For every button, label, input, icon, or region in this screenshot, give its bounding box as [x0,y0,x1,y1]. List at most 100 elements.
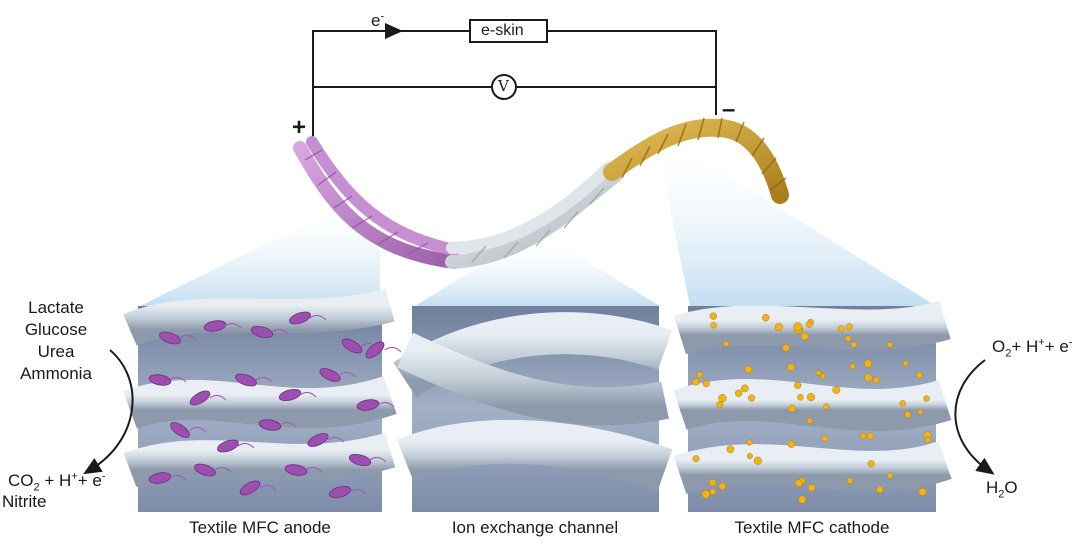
bacterium [289,311,311,325]
flagellum [377,401,395,408]
catalyst-particle [794,479,803,488]
flagellum [349,488,367,495]
bacterium [148,472,172,484]
catalyst-particle [787,363,795,372]
catalyst-particle [887,472,894,479]
flagellum [237,442,255,449]
catalyst-particle [774,322,783,332]
flagellum [369,456,387,463]
flagellum [189,426,207,433]
catalyst-particle [904,411,912,418]
bacterium [194,463,216,477]
bacterium [284,464,308,476]
substrate-urea: Urea [37,342,75,361]
catalyst-particle [798,495,807,504]
catalyst-particle [859,432,867,440]
bacterium [278,388,302,402]
separator-fiber-3 [396,419,673,491]
catalyst-particle [692,378,700,386]
bacterium [189,390,211,406]
catalyst-particle [753,456,762,465]
electron-label: e- [371,10,385,30]
flagellum [327,436,345,443]
top-wire-left [312,30,470,140]
bacterium [341,338,363,354]
substrate-glucose: Glucose [24,320,88,339]
catalyst-particle [849,363,856,370]
e-skin-box [469,19,548,43]
flagellum [214,466,232,473]
e-skin-label: e-skin [481,22,524,39]
anode-products-line1: CO2 + H++ e- [8,470,106,494]
cathode-product: H2O [986,478,1018,501]
bacterium [239,480,261,496]
catalyst-particle [740,384,749,393]
flagellum [224,322,242,329]
voltmeter-label: V [498,77,509,95]
catalyst-particle [797,393,804,401]
anode-reaction-arrow [83,349,134,475]
bacterium [203,320,227,332]
bacterium [365,341,385,359]
panel-anode [122,288,402,512]
catalyst-particle [782,343,790,352]
catalyst-particle [821,435,829,442]
catalyst-particle [718,394,727,403]
bacterium [356,399,380,411]
catalyst-particle [800,332,809,341]
catalyst-particle [762,314,770,322]
bacterium [258,419,282,431]
top-wire-right [547,30,717,115]
bacterium [307,433,329,447]
flagellum [169,376,187,383]
catalyst-particle [746,439,753,446]
bacterium [170,422,190,438]
catalyst-particle [887,341,893,348]
catalyst-particle [917,408,924,415]
catalyst-particle [806,417,813,424]
voltmeter-icon [491,74,517,100]
catalyst-particle [702,380,710,388]
catalyst-particle [788,404,796,413]
cathode-reaction-arrow [954,359,995,475]
circuit [312,23,717,140]
catalyst-particle [867,460,875,468]
catalyst-particle [902,360,909,367]
bacterium [159,331,181,345]
catalyst-particle [918,487,927,496]
flagellum [255,376,273,383]
anode-strand-2 [306,136,461,256]
bacterium [148,374,172,386]
catalyst-particle [815,370,822,376]
flagellum [384,346,402,353]
catalyst-particle [846,477,853,484]
flagellum [309,314,327,321]
caption-separator: Ion exchange channel [451,518,619,537]
cathode-reactant: O2+ H++ e- [992,336,1073,360]
catalyst-particle [837,325,845,333]
catalyst-particle [746,453,753,460]
catalyst-particle [876,485,884,494]
separator-beam [415,245,660,306]
caption-anode: Textile MFC anode [189,518,331,537]
catalyst-particle [708,478,717,487]
zoom-beams [140,152,936,306]
catalyst-particle [734,389,743,397]
bacteria-group [148,311,402,499]
catalyst-particle [924,436,931,443]
catalyst-particle [709,488,716,495]
catalyst-particle [866,432,875,440]
substrate-ammonia: Ammonia [20,364,92,383]
cathode-sign: – [722,96,736,123]
flagellum [299,391,317,398]
catalyst-particle [701,489,711,499]
catalyst-particle [716,401,724,409]
panel-cathode [673,300,952,512]
catalyst-particle [899,400,906,407]
catalyst-particle [863,359,873,368]
twisted-textile [293,117,789,269]
catalyst-particle [718,482,727,491]
anode-products-line2: Nitrite [2,492,47,511]
